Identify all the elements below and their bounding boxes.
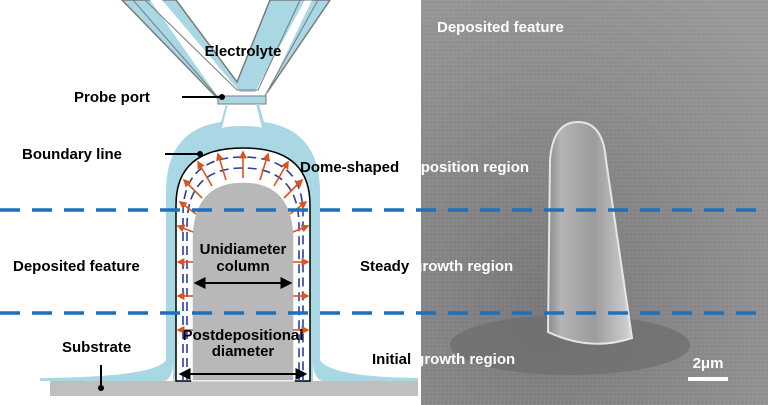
electrolyte-probe xyxy=(120,0,331,105)
scale-bar xyxy=(688,377,728,381)
sem-title: Deposited feature xyxy=(437,19,564,36)
postdepositional-label-2: diameter xyxy=(212,343,275,360)
deposited-feature-label: Deposited feature xyxy=(13,258,140,275)
probe-port-label: Probe port xyxy=(74,89,150,106)
diffusion-dashes xyxy=(182,156,304,381)
scale-bar-label: 2μm xyxy=(693,355,724,372)
sem-pillar xyxy=(546,120,634,345)
substrate-label: Substrate xyxy=(62,339,131,356)
unidiameter-label-1: Unidiameter xyxy=(200,241,287,258)
flux-arrows xyxy=(176,150,310,334)
region-divider-lines xyxy=(0,208,768,315)
sem-image xyxy=(421,0,768,405)
boundary-line-label: Boundary line xyxy=(22,146,122,163)
postdepositional-label-1: Postdepositional xyxy=(183,327,304,344)
electrolyte-label: Electrolyte xyxy=(205,43,282,60)
substrate xyxy=(50,381,418,396)
unidiameter-label-2: column xyxy=(216,258,269,275)
